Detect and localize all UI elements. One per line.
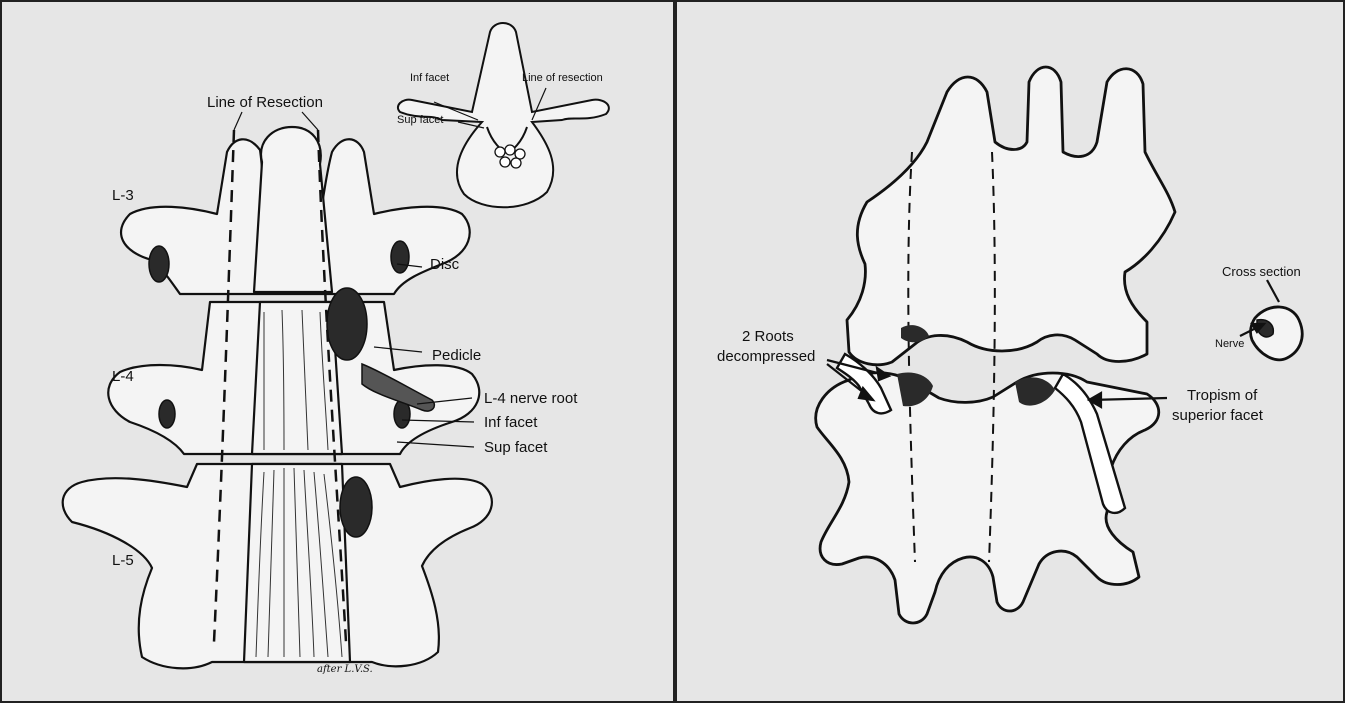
nerve-label: Nerve: [1215, 338, 1244, 350]
laminectomy-illustration: [2, 2, 675, 703]
inset-sup-facet-label: Sup facet: [397, 114, 443, 126]
pedicle-label: Pedicle: [432, 347, 481, 364]
level-l3-label: L-3: [112, 187, 134, 204]
inf-facet-label: Inf facet: [484, 414, 537, 431]
cross-section-label: Cross section: [1222, 264, 1301, 279]
tropism-label-line2: superior facet: [1172, 407, 1263, 424]
l4-nerve-root-label: L-4 nerve root: [484, 390, 577, 407]
level-l4-label: L-4: [112, 368, 134, 385]
disc-label: Disc: [430, 256, 459, 273]
sup-facet-label: Sup facet: [484, 439, 547, 456]
roots-decompressed-label-line2: decompressed: [717, 348, 815, 365]
right-cross-section-vertebra: [1251, 307, 1303, 360]
roots-decompressed-label-line1: 2 Roots: [742, 328, 794, 345]
right-figure-panel: 2 Roots decompressed Tropism of superior…: [675, 0, 1345, 703]
line-of-resection-label: Line of Resection: [207, 94, 323, 111]
inset-inf-facet-label: Inf facet: [410, 72, 449, 84]
inset-line-of-resection-label: Line of resection: [522, 72, 603, 84]
upper-vertebra-outline: [847, 67, 1175, 365]
tropism-label-line1: Tropism of: [1187, 387, 1257, 404]
level-l5-label: L-5: [112, 552, 134, 569]
left-figure-panel: Line of Resection L-3 L-4 L-5 Disc Pedic…: [0, 0, 675, 703]
artist-signature: after L.V.S.: [317, 664, 373, 675]
